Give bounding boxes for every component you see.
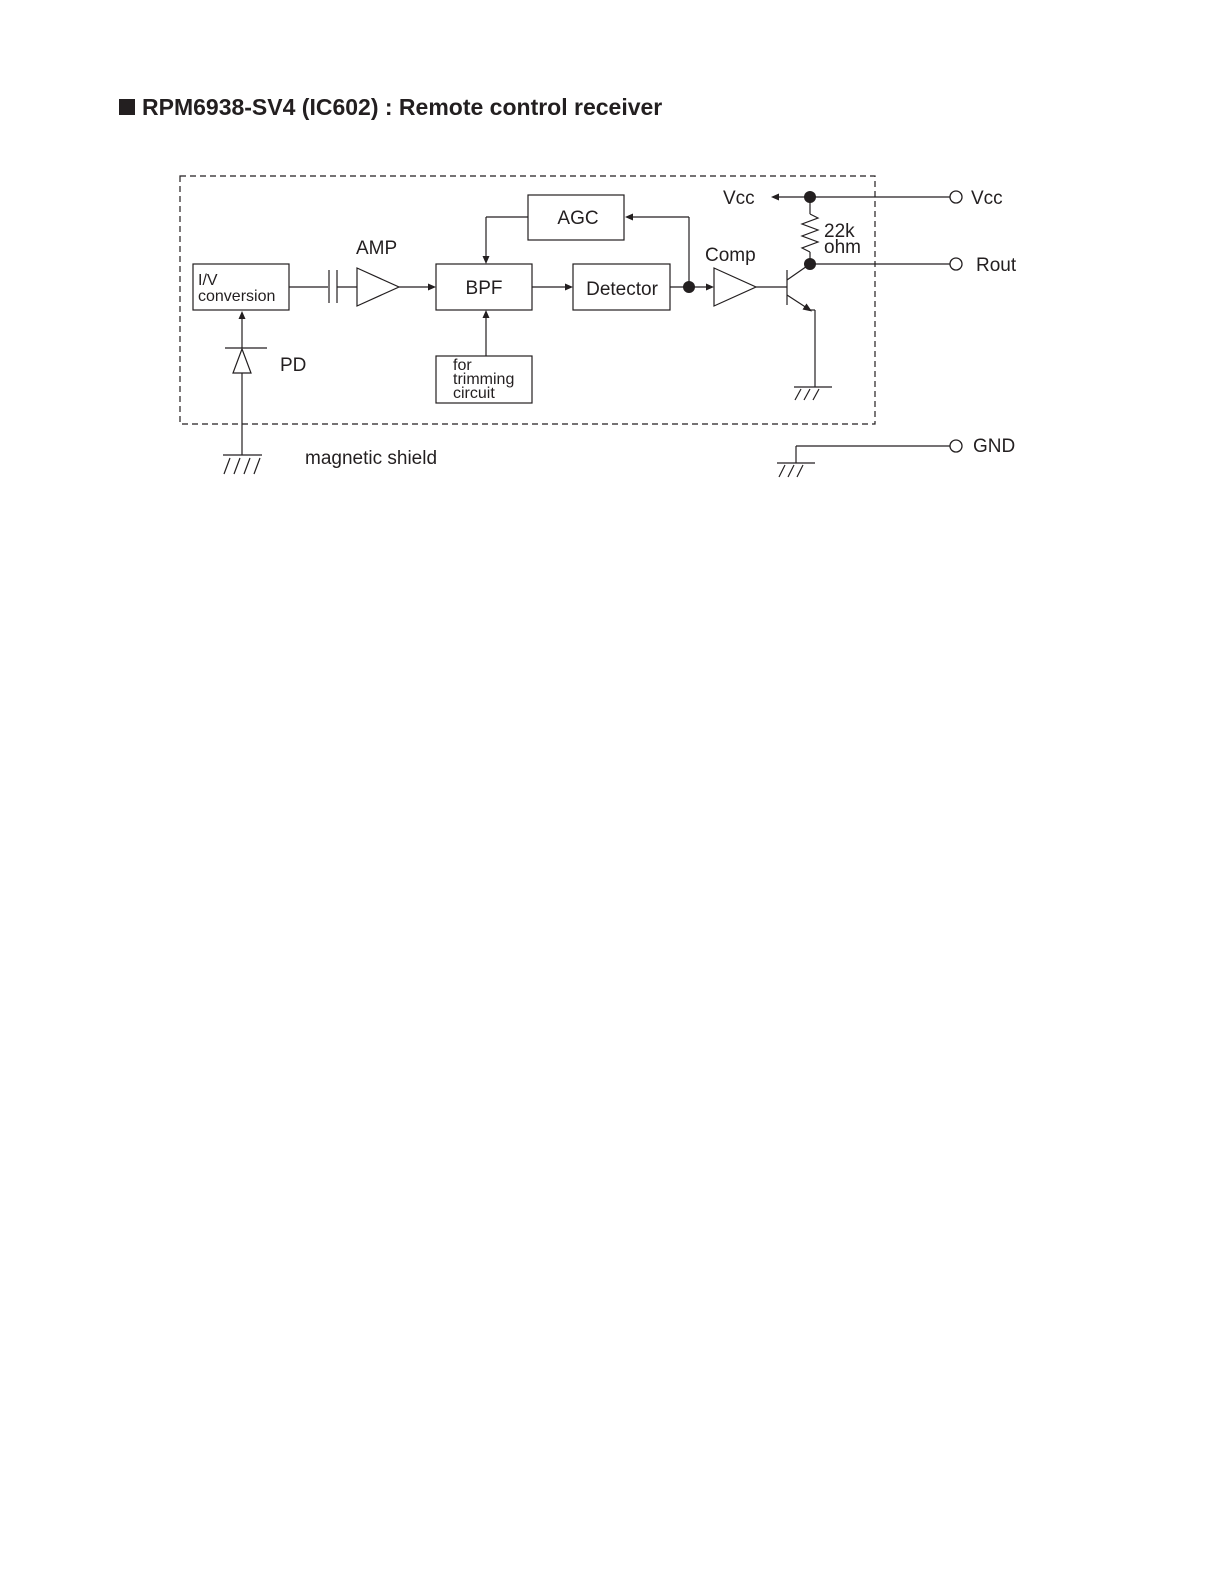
arrow-into-iv-icon <box>239 311 246 319</box>
vcc-internal-label: Vcc <box>723 188 755 209</box>
agc-block: AGC <box>528 195 624 240</box>
arrow-into-bpf-icon <box>428 284 436 291</box>
terminal-rout-label: Rout <box>976 255 1017 276</box>
arrow-vcc-internal-icon <box>771 194 779 201</box>
ground-pd-icon <box>223 455 262 474</box>
iv-label-line2: conversion <box>198 288 275 305</box>
block-diagram: I/V conversion AMP BPF Detector AGC <box>0 0 1219 520</box>
capacitor-icon <box>329 270 337 303</box>
trim-label-line3: circuit <box>453 385 495 402</box>
amp-triangle-icon <box>357 268 399 306</box>
comp-label: Comp <box>705 245 756 266</box>
iv-conversion-block: I/V conversion <box>193 264 289 310</box>
comp-triangle-icon <box>714 268 756 306</box>
detector-block: Detector <box>573 264 670 310</box>
terminal-gnd-icon <box>950 440 962 452</box>
terminal-vcc-label: Vcc <box>971 188 1003 209</box>
amp-label: AMP <box>356 238 397 259</box>
pd-label: PD <box>280 355 306 376</box>
arrow-into-agc-icon <box>625 214 633 221</box>
ground-external-icon <box>777 463 815 477</box>
transistor-icon <box>787 264 815 387</box>
arrow-agc-into-bpf-icon <box>483 256 490 264</box>
detector-label: Detector <box>586 279 658 300</box>
arrow-trim-into-bpf-icon <box>483 310 490 318</box>
magnetic-shield-label: magnetic shield <box>305 448 437 469</box>
bpf-block: BPF <box>436 264 532 310</box>
terminal-rout-icon <box>950 258 962 270</box>
terminal-vcc-icon <box>950 191 962 203</box>
resistor-value-line2: ohm <box>824 237 861 258</box>
photodiode-icon <box>225 348 267 373</box>
trimming-circuit-block: for trimming circuit <box>436 356 532 403</box>
ground-internal-icon <box>794 387 832 400</box>
arrow-into-detector-icon <box>565 284 573 291</box>
bpf-label: BPF <box>466 278 503 299</box>
agc-label: AGC <box>557 208 598 229</box>
arrow-into-comp-icon <box>706 284 714 291</box>
iv-label-line1: I/V <box>198 272 218 289</box>
terminal-gnd-label: GND <box>973 436 1015 457</box>
resistor-icon <box>802 214 818 252</box>
